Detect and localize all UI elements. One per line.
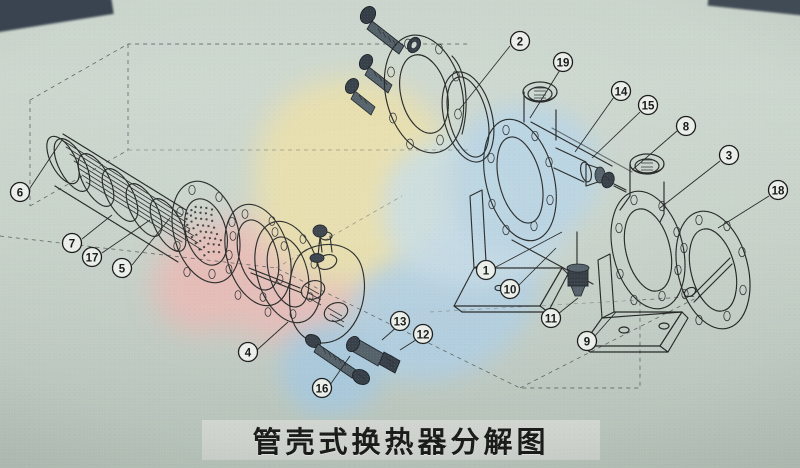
callout-label: 15 [642,101,655,113]
callout-label: 11 [545,314,558,326]
channel-head-part [288,224,366,344]
callout-label: 1 [483,266,490,278]
callout-1[interactable]: 1 [475,259,497,281]
channel-flange-gasket [224,203,322,324]
tube-bundle-part [46,133,203,263]
callout-label: 5 [119,264,126,276]
callout-3[interactable]: 3 [718,144,740,166]
callout-label: 18 [772,186,785,198]
hex-bolt-16 [305,333,370,385]
shell-body-part [483,81,633,285]
shell-right-end [610,153,686,310]
callout-bubbles: 6 7 17 5 4 16 13 12 2 19 14 15 8 3 18 1 … [9,30,789,399]
callout-10[interactable]: 10 [499,278,521,300]
leader-lines [29,45,770,386]
callout-label: 10 [504,285,517,297]
callout-label: 14 [615,87,628,99]
callout-12[interactable]: 12 [412,323,434,345]
callout-label: 8 [683,122,690,134]
callout-label: 2 [517,37,523,49]
callout-label: 12 [417,330,430,342]
callout-label: 4 [245,348,252,360]
support-base-part [581,253,689,353]
callout-4[interactable]: 4 [237,341,259,363]
callout-label: 9 [584,337,590,349]
callout-label: 6 [17,188,23,200]
callout-label: 17 [86,253,99,265]
blind-flange-part [675,210,751,330]
callout-16[interactable]: 16 [311,377,333,399]
callout-label: 7 [69,239,75,251]
tubesheet-part [171,180,241,284]
drain-plug-part [566,231,590,297]
callout-label: 3 [726,151,732,163]
callout-9[interactable]: 9 [576,330,598,352]
page-title: 管壳式换热器分解图 [252,425,550,459]
callout-5[interactable]: 5 [111,257,133,279]
channel-cover-flange-part [383,34,467,154]
callout-18[interactable]: 18 [767,179,789,201]
callout-8[interactable]: 8 [675,115,697,137]
callout-7[interactable]: 7 [61,232,83,254]
gasket-ring-part [441,71,495,163]
callout-17[interactable]: 17 [81,246,103,268]
stud-and-nut [345,336,401,374]
title-band [202,420,600,460]
callout-19[interactable]: 19 [552,51,574,73]
callout-11[interactable]: 11 [540,307,562,329]
callout-6[interactable]: 6 [9,181,31,203]
callout-label: 19 [557,58,570,70]
callout-15[interactable]: 15 [637,94,659,116]
callout-label: 13 [394,317,407,329]
callout-14[interactable]: 14 [610,80,632,102]
union-fitting-part [585,163,627,191]
callout-2[interactable]: 2 [509,30,531,52]
callout-label: 16 [316,384,329,396]
callout-13[interactable]: 13 [389,310,411,332]
top-fasteners [344,6,421,116]
